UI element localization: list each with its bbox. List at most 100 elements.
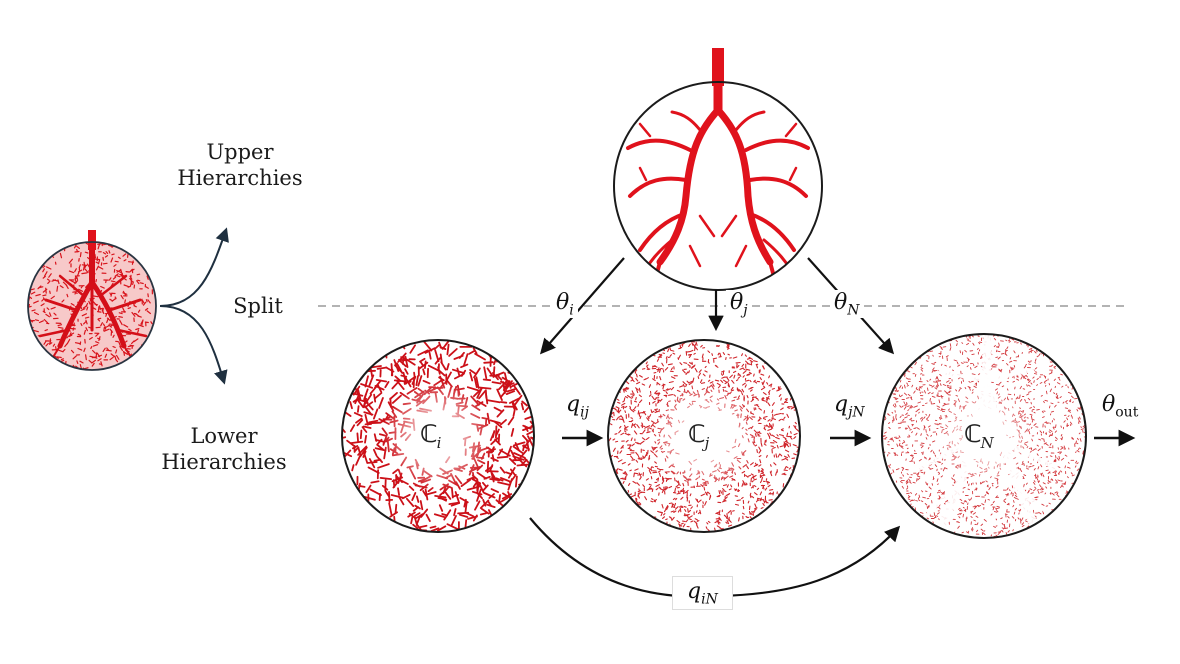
micro-vessel-mark	[493, 406, 503, 413]
micro-vessel-mark	[444, 491, 452, 500]
micro-vessel-mark	[1043, 442, 1047, 445]
micro-vessel-mark	[737, 490, 741, 492]
micro-vessel-mark	[767, 402, 771, 407]
split-arrows	[159, 227, 229, 385]
micro-vessel-mark	[95, 265, 100, 271]
micro-vessel-mark	[434, 494, 447, 499]
micro-vessel-mark	[349, 424, 356, 433]
micro-vessel-mark	[749, 379, 752, 383]
micro-vessel-mark	[906, 382, 909, 385]
micro-vessel-mark	[996, 505, 1000, 508]
micro-vessel-mark	[716, 525, 721, 529]
micro-vessel-mark	[903, 392, 908, 396]
micro-vessel-mark	[1005, 349, 1007, 353]
micro-vessel-mark	[1021, 524, 1025, 528]
micro-vessel-mark	[508, 397, 521, 404]
micro-vessel-mark	[497, 481, 510, 486]
micro-vessel-mark	[959, 387, 962, 389]
micro-vessel-mark	[1079, 416, 1081, 420]
micro-vessel-mark	[73, 244, 77, 249]
micro-vessel-mark	[453, 373, 465, 380]
micro-vessel-mark	[79, 360, 84, 364]
micro-vessel-mark	[625, 381, 630, 385]
micro-vessel-mark	[949, 347, 952, 351]
micro-vessel-mark	[1045, 432, 1047, 435]
micro-vessel-mark	[1060, 457, 1065, 461]
micro-vessel-mark	[768, 499, 773, 501]
micro-vessel-mark	[1048, 383, 1051, 386]
micro-vessel-mark	[499, 401, 508, 404]
micro-vessel-mark	[976, 347, 979, 350]
micro-vessel-mark	[945, 355, 949, 358]
micro-vessel-mark	[657, 399, 660, 404]
micro-vessel-mark	[749, 389, 753, 392]
micro-vessel-mark	[95, 279, 98, 283]
micro-vessel-mark	[520, 458, 528, 466]
micro-vessel-mark	[464, 511, 475, 518]
micro-vessel-mark	[784, 438, 788, 442]
upper-label-line1: Upper	[206, 140, 274, 164]
micro-vessel-mark	[96, 311, 102, 313]
micro-vessel-mark	[51, 279, 57, 282]
micro-vessel-mark	[957, 364, 961, 367]
micro-vessel-mark	[82, 265, 86, 271]
micro-vessel-mark	[42, 268, 46, 273]
micro-vessel-mark	[930, 434, 932, 437]
micro-vessel-mark	[425, 513, 431, 522]
micro-vessel-mark	[658, 511, 663, 514]
micro-vessel-mark	[998, 342, 1000, 346]
micro-vessel-mark	[351, 445, 359, 450]
micro-vessel-mark	[651, 410, 655, 413]
micro-vessel-mark	[1032, 448, 1036, 452]
micro-vessel-mark	[471, 478, 482, 485]
micro-vessel-mark	[1035, 426, 1039, 428]
micro-vessel-mark	[1042, 510, 1045, 515]
micro-vessel-mark	[931, 363, 935, 365]
micro-vessel-mark	[29, 296, 33, 299]
micro-vessel-mark	[97, 354, 103, 357]
micro-vessel-mark	[726, 484, 729, 488]
micro-vessel-mark	[995, 495, 998, 498]
micro-vessel-mark	[648, 483, 652, 486]
micro-vessel-mark	[1080, 428, 1084, 430]
micro-vessel-mark	[1003, 498, 1007, 501]
micro-vessel-mark	[59, 252, 63, 259]
micro-vessel-mark	[993, 344, 996, 348]
micro-vessel-mark	[1010, 369, 1014, 371]
micro-vessel-mark	[1076, 409, 1079, 412]
micro-vessel-mark	[745, 368, 751, 371]
micro-vessel-mark	[624, 471, 628, 476]
micro-vessel-mark	[1066, 466, 1071, 469]
micro-vessel-mark	[987, 499, 991, 501]
micro-vessel-mark	[614, 408, 618, 411]
micro-vessel-mark	[892, 404, 895, 407]
micro-vessel-mark	[956, 361, 959, 365]
micro-vessel-mark	[486, 399, 501, 404]
micro-vessel-mark	[615, 440, 619, 443]
micro-vessel-mark	[474, 352, 486, 361]
micro-vessel-mark	[1060, 447, 1064, 450]
micro-vessel-mark	[756, 497, 762, 500]
micro-vessel-mark	[737, 376, 741, 379]
micro-vessel-mark	[1037, 448, 1041, 452]
micro-vessel-mark	[1044, 492, 1047, 495]
micro-vessel-mark	[1028, 347, 1033, 350]
micro-vessel-mark	[109, 356, 114, 361]
micro-vessel-mark	[931, 395, 936, 398]
micro-vessel-mark	[1040, 395, 1043, 397]
micro-vessel-mark	[743, 482, 746, 486]
micro-vessel-mark	[1057, 451, 1061, 454]
micro-vessel-mark	[150, 321, 153, 325]
micro-vessel-mark	[899, 380, 902, 383]
micro-vessel-mark	[753, 492, 758, 496]
micro-vessel-mark	[1030, 382, 1033, 385]
micro-vessel-mark	[1019, 398, 1023, 402]
micro-vessel-mark	[97, 266, 104, 270]
micro-vessel-mark	[636, 501, 639, 505]
micro-vessel-mark	[995, 383, 1000, 386]
micro-vessel-mark	[964, 387, 967, 390]
micro-vessel-mark	[1076, 468, 1080, 471]
micro-vessel-mark	[978, 342, 981, 345]
micro-vessel-mark	[768, 422, 771, 428]
micro-vessel-mark	[93, 356, 98, 359]
